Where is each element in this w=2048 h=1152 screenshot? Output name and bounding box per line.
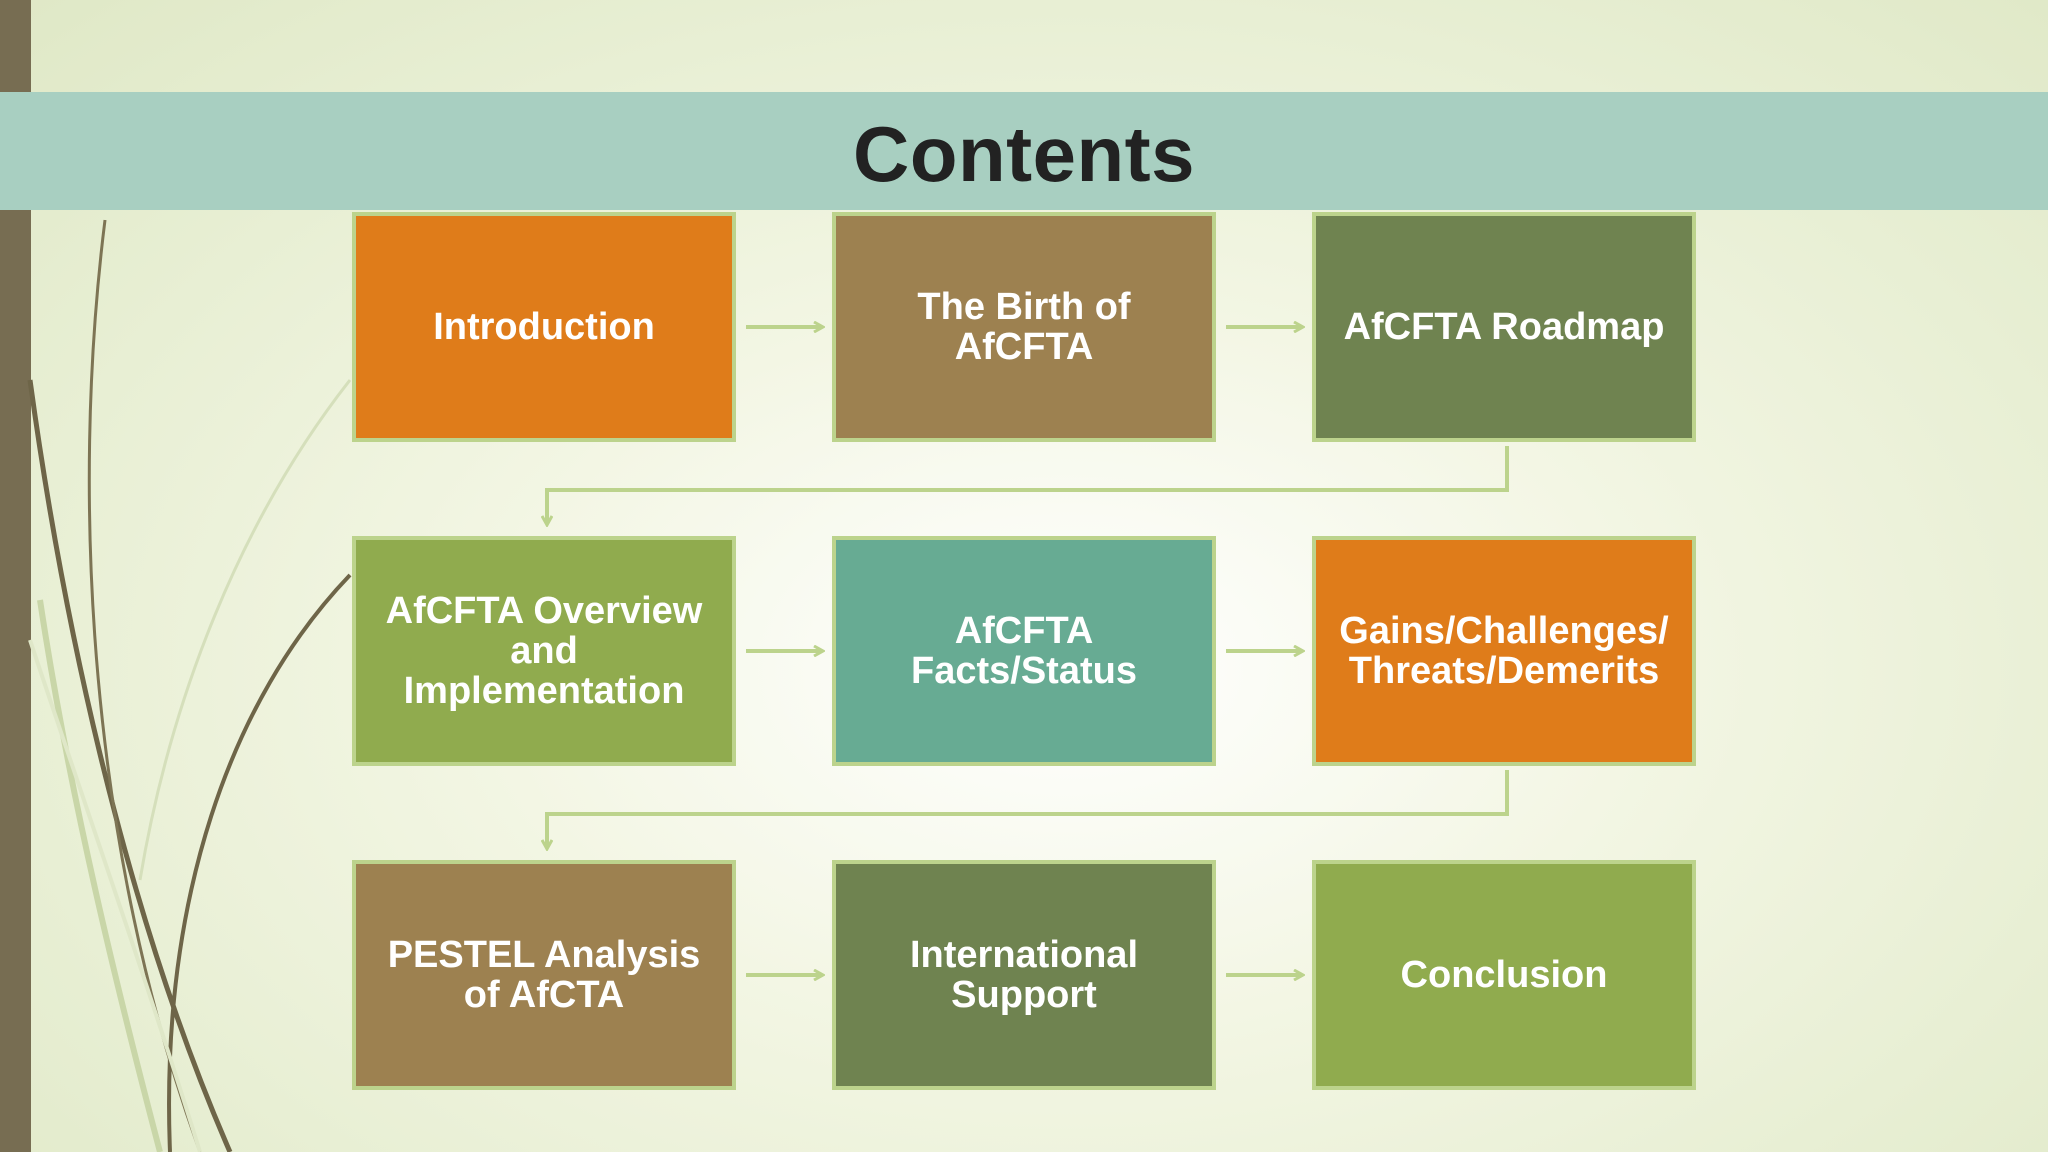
box-label: International Support	[909, 934, 1139, 1016]
box-conclusion[interactable]: Conclusion	[1312, 860, 1696, 1090]
box-pestel-analysis[interactable]: PESTEL Analysis of AfCTA	[352, 860, 736, 1090]
box-label: AfCFTA Overview and Implementation	[385, 590, 703, 712]
title-band: Contents	[0, 92, 2048, 210]
box-label: PESTEL Analysis of AfCTA	[387, 934, 701, 1016]
box-introduction[interactable]: Introduction	[352, 212, 736, 442]
box-gains-challenges[interactable]: Gains/Challenges/ Threats/Demerits	[1312, 536, 1696, 766]
page-title: Contents	[853, 109, 1195, 198]
box-label: AfCFTA Facts/Status	[911, 610, 1137, 692]
box-label: Conclusion	[1400, 954, 1608, 996]
box-label: AfCFTA Roadmap	[1343, 306, 1665, 348]
arrow-3-4	[547, 446, 1509, 524]
box-international-support[interactable]: International Support	[832, 860, 1216, 1090]
box-birth-of-afcfta[interactable]: The Birth of AfCFTA	[832, 212, 1216, 442]
box-afcfta-facts-status[interactable]: AfCFTA Facts/Status	[832, 536, 1216, 766]
box-label: The Birth of AfCFTA	[917, 286, 1131, 368]
box-afcfta-overview[interactable]: AfCFTA Overview and Implementation	[352, 536, 736, 766]
box-afcfta-roadmap[interactable]: AfCFTA Roadmap	[1312, 212, 1696, 442]
box-label: Introduction	[433, 306, 655, 348]
arrow-6-7	[547, 770, 1509, 848]
box-label: Gains/Challenges/ Threats/Demerits	[1339, 610, 1669, 692]
